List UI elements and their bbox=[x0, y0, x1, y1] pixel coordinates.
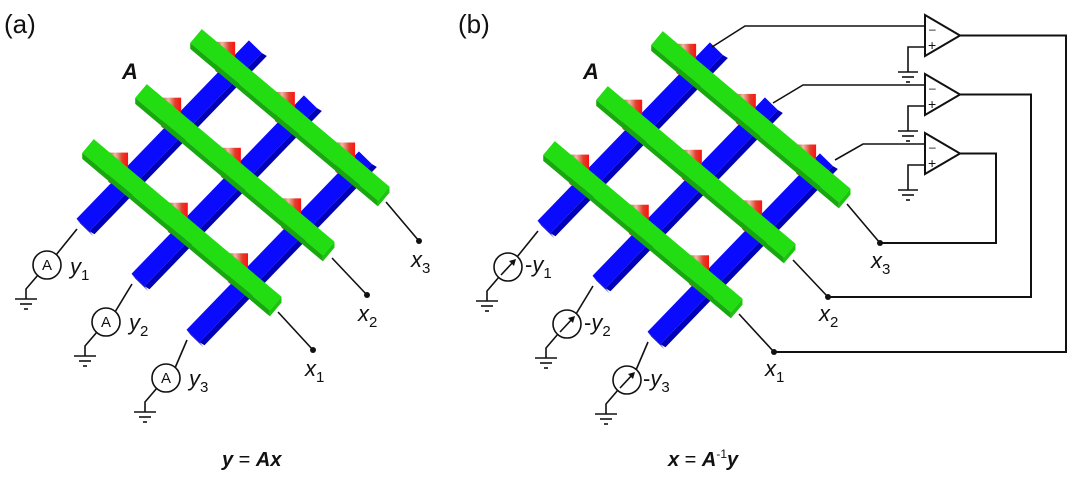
opamp-icon-2 bbox=[924, 72, 962, 117]
opamp-input-wire bbox=[711, 25, 925, 48]
column-wire bbox=[277, 311, 314, 351]
col-label-b-x1: x1 bbox=[764, 356, 784, 386]
opamp-ground-wire bbox=[907, 164, 925, 190]
opamp2-minus: – bbox=[929, 81, 936, 95]
ground-wire bbox=[605, 389, 619, 414]
column-electrode-end bbox=[730, 298, 743, 319]
feedback-wire-1 bbox=[774, 34, 1067, 353]
column-electrode-end bbox=[377, 186, 390, 207]
panel-label-b: (b) bbox=[458, 9, 490, 39]
column-electrode-end bbox=[783, 243, 796, 264]
ground-wire bbox=[144, 387, 158, 412]
col-label-x2: x2 bbox=[357, 301, 377, 331]
ground-wire bbox=[25, 274, 39, 299]
column-electrode-1 bbox=[190, 29, 390, 201]
opamp1-plus: + bbox=[928, 37, 936, 53]
row-electrode-3 bbox=[647, 153, 833, 345]
column-electrode-3 bbox=[543, 141, 743, 313]
column-wire bbox=[385, 201, 420, 242]
terminal-dot bbox=[310, 347, 316, 353]
column-electrode-1 bbox=[651, 31, 851, 203]
row-label-neg-y3: -y3 bbox=[643, 366, 670, 396]
ammeter-symbol-2: A bbox=[101, 314, 111, 331]
terminal-dot bbox=[364, 292, 370, 298]
opamp3-minus: – bbox=[929, 140, 936, 154]
opamp-icon-1 bbox=[924, 13, 962, 58]
column-electrode-end bbox=[838, 188, 851, 209]
column-electrode-side bbox=[651, 44, 839, 209]
ground-wire bbox=[84, 331, 98, 356]
column-electrode-2 bbox=[135, 84, 335, 256]
equation-a: y = Ax bbox=[221, 449, 282, 471]
row-wire bbox=[55, 228, 78, 256]
row-electrode-side bbox=[660, 165, 838, 348]
ammeter-symbol-1: A bbox=[42, 257, 52, 274]
ammeter-icon bbox=[151, 363, 181, 393]
row-label-neg-y1: -y1 bbox=[525, 252, 552, 282]
col-label-x3: x3 bbox=[410, 247, 430, 277]
row-electrode-side bbox=[199, 163, 377, 346]
panel-label-a: (a) bbox=[4, 9, 36, 39]
row-wire bbox=[575, 285, 594, 315]
arrow-head bbox=[628, 372, 635, 379]
ground-wire bbox=[545, 333, 559, 358]
opamp-input-wire bbox=[834, 143, 925, 161]
row-electrode-edge bbox=[592, 275, 610, 294]
column-electrode-side bbox=[82, 152, 270, 317]
opamp-ground-wire bbox=[907, 105, 925, 131]
opamp-ground-wire bbox=[907, 46, 925, 72]
col-label-x1: x1 bbox=[304, 356, 324, 386]
row-electrode-edge bbox=[537, 220, 555, 239]
row-electrode-edge bbox=[131, 273, 149, 292]
matrix-label-a: A bbox=[121, 59, 138, 84]
row-electrode-edge bbox=[186, 329, 204, 348]
row-electrode-3 bbox=[186, 151, 372, 343]
column-wire bbox=[792, 259, 829, 298]
column-electrode-end bbox=[269, 296, 282, 317]
column-electrode-end bbox=[322, 241, 335, 262]
column-electrode-side bbox=[543, 154, 731, 319]
column-wire bbox=[846, 203, 881, 244]
opamp1-minus: – bbox=[929, 22, 936, 36]
opamp2-plus: + bbox=[928, 96, 936, 112]
column-electrode-side bbox=[190, 42, 378, 207]
column-wire bbox=[738, 313, 775, 353]
column-electrode-side bbox=[135, 97, 323, 262]
row-label-y1: y1 bbox=[68, 254, 89, 284]
matrix-label-b: A bbox=[582, 59, 599, 84]
column-wire bbox=[331, 257, 368, 296]
opamp3-plus: + bbox=[928, 155, 936, 171]
ammeter-symbol-3: A bbox=[161, 370, 171, 387]
row-electrode-edge bbox=[76, 218, 94, 237]
column-electrode-3 bbox=[82, 139, 282, 311]
row-wire bbox=[114, 283, 133, 313]
row-label-y3: y3 bbox=[187, 366, 208, 396]
col-label-b-x2: x2 bbox=[818, 301, 838, 331]
arrow-head bbox=[568, 316, 575, 323]
row-label-neg-y2: -y2 bbox=[584, 310, 611, 340]
ammeter-icon bbox=[32, 250, 62, 280]
feedback-wire-3 bbox=[880, 152, 997, 244]
arrow-head bbox=[509, 259, 516, 266]
row-wire bbox=[174, 339, 188, 369]
terminal-dot bbox=[416, 238, 422, 244]
equation-b: x = A-1y bbox=[667, 447, 739, 471]
panel-b bbox=[476, 13, 1067, 425]
ground-wire bbox=[486, 276, 500, 301]
column-electrode-side bbox=[596, 99, 784, 264]
ammeter-icon bbox=[91, 307, 121, 337]
row-wire bbox=[635, 341, 649, 371]
opamp-icon-3 bbox=[924, 131, 962, 176]
panel-a bbox=[15, 29, 422, 423]
feedback-wire-2 bbox=[828, 93, 1032, 298]
row-electrode-edge bbox=[647, 331, 665, 350]
column-electrode-2 bbox=[596, 86, 796, 258]
row-label-y2: y2 bbox=[127, 310, 148, 340]
row-wire bbox=[516, 230, 539, 258]
opamp-input-wire bbox=[772, 84, 925, 104]
col-label-b-x3: x3 bbox=[870, 248, 890, 278]
